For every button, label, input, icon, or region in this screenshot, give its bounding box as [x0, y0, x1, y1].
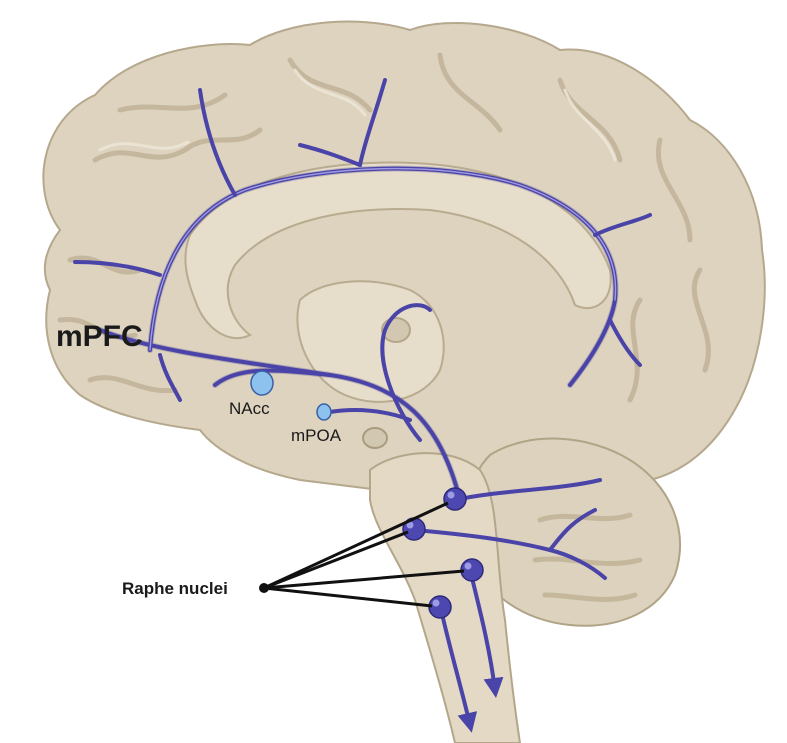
pituitary	[363, 428, 387, 448]
leader-origin-dot	[259, 583, 269, 593]
cerebrum	[43, 22, 764, 502]
label-mpoa: mPOA	[291, 426, 342, 445]
raphe-nucleus-4	[429, 596, 451, 618]
raphe-nucleus-3	[461, 559, 483, 581]
mpoa-node	[317, 404, 331, 420]
label-mpfc: mPFC	[56, 320, 143, 353]
label-raphe-nuclei: Raphe nuclei	[122, 579, 228, 598]
nacc-node	[251, 371, 273, 395]
raphe-nucleus-1	[444, 488, 466, 510]
label-nacc: NAcc	[229, 399, 270, 418]
